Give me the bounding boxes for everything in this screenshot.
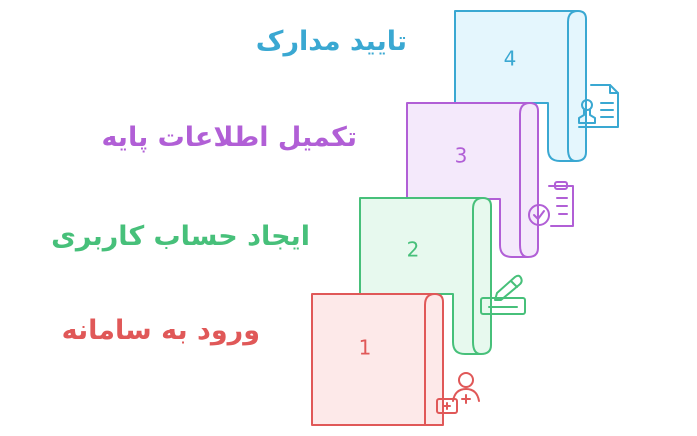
- step-3-number: 3: [455, 144, 468, 168]
- step-1-number: 1: [359, 336, 372, 360]
- step-2-scroll: 2: [359, 197, 492, 355]
- step-1-label: ورود به سامانه: [61, 315, 260, 346]
- pen-signature-icon: [480, 274, 526, 315]
- step-3-scroll: 3: [406, 102, 539, 258]
- clipboard-check-icon: [528, 181, 574, 227]
- step-2-number: 2: [407, 238, 420, 262]
- step-1-scroll: 1: [311, 293, 444, 426]
- step-4-number: 4: [504, 47, 517, 71]
- step-3-label: تکمیل اطلاعات پایه: [101, 122, 357, 153]
- document-stamp-icon: [578, 84, 619, 128]
- step-4-label: تایید مدارک: [255, 26, 407, 57]
- step-4-scroll: 4: [454, 10, 587, 162]
- step-2-label: ایجاد حساب کاربری: [51, 221, 310, 252]
- user-add-icon: [436, 372, 480, 414]
